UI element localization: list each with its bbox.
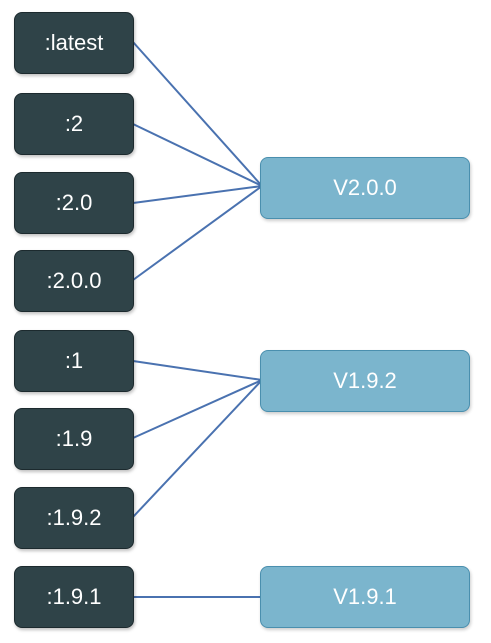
tag-1-9: :1.9 bbox=[14, 408, 134, 470]
tag-label: :1 bbox=[64, 348, 84, 373]
version-v2-0-0: V2.0.0 bbox=[260, 157, 470, 219]
connector-2-0-0 bbox=[132, 185, 263, 281]
tag-label: :1.9.2 bbox=[46, 505, 102, 530]
tag-2-0-0: :2.0.0 bbox=[14, 250, 134, 312]
connector-2 bbox=[132, 123, 263, 187]
version-label: V1.9.1 bbox=[333, 584, 397, 609]
version-v1-9-2: V1.9.2 bbox=[260, 350, 470, 412]
version-label: V2.0.0 bbox=[333, 175, 397, 200]
tag-label: :2.0.0 bbox=[46, 268, 102, 293]
version-label: V1.9.2 bbox=[333, 368, 397, 393]
tag-label: :1.9 bbox=[55, 426, 93, 451]
tag-latest: :latest bbox=[14, 12, 134, 74]
tag-1-9-2: :1.9.2 bbox=[14, 487, 134, 549]
tag-label: :latest bbox=[44, 30, 104, 55]
tag-label: :2.0 bbox=[55, 190, 93, 215]
connector-1-9 bbox=[132, 379, 263, 439]
version-v1-9-1: V1.9.1 bbox=[260, 566, 470, 628]
connector-1-9-2 bbox=[132, 379, 263, 518]
connector-1 bbox=[132, 360, 263, 381]
tag-1-9-1: :1.9.1 bbox=[14, 566, 134, 628]
tag-label: :2 bbox=[64, 111, 84, 136]
tag-2-0: :2.0 bbox=[14, 172, 134, 234]
tag-label: :1.9.1 bbox=[46, 584, 102, 609]
connector-2-0 bbox=[132, 185, 263, 204]
tag-2: :2 bbox=[14, 93, 134, 155]
connector-latest bbox=[132, 41, 263, 187]
tag-1: :1 bbox=[14, 330, 134, 392]
